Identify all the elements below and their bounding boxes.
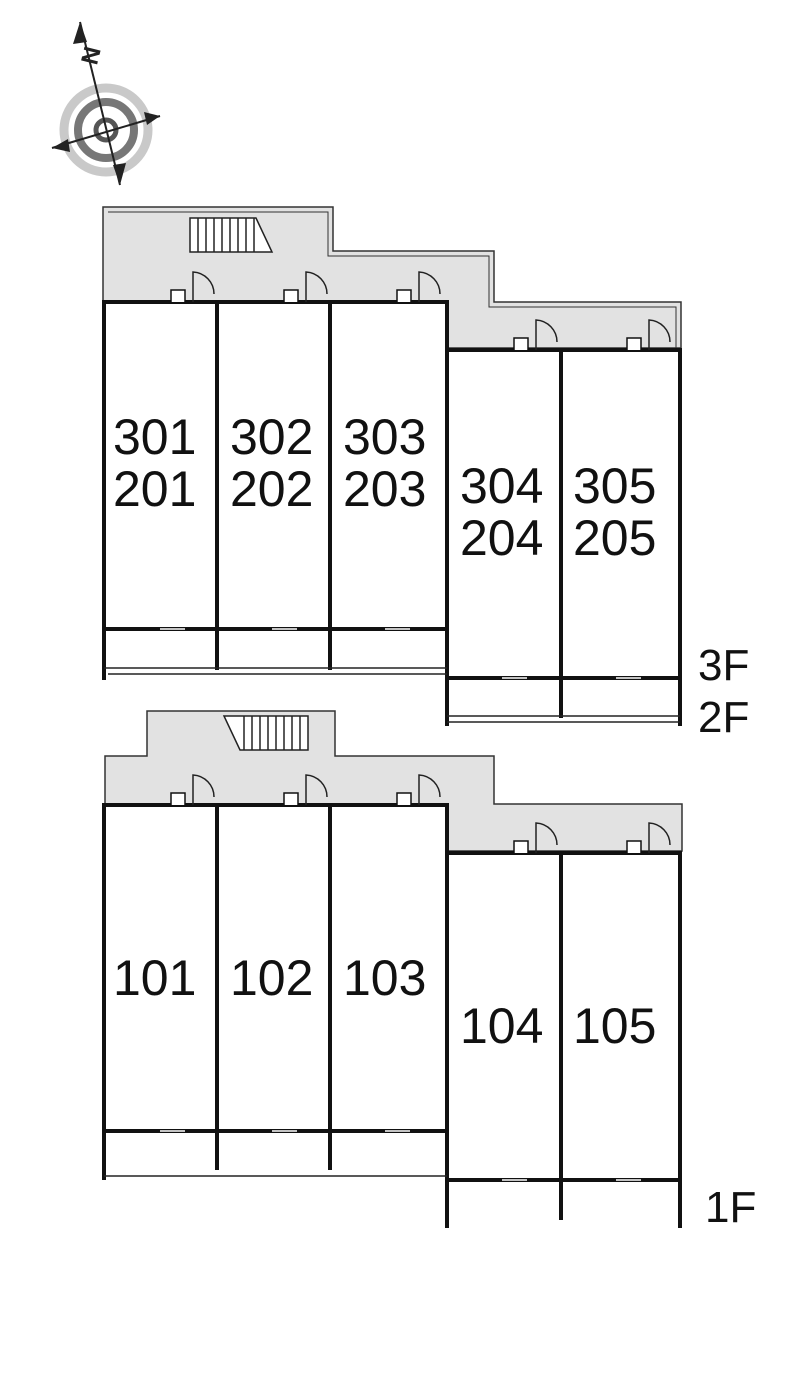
unit-103-label: 103 (343, 950, 426, 1006)
upper-stairs (189, 217, 274, 253)
floor-label-2f: 2F (698, 693, 749, 742)
floor-label-3f: 3F (698, 641, 749, 690)
unit-102-label: 102 (230, 950, 313, 1006)
unit-105-label: 105 (573, 998, 656, 1054)
unit-205-label: 205 (573, 510, 656, 566)
lower-doors (170, 774, 671, 853)
unit-204-label: 204 (460, 510, 543, 566)
lower-stairs (222, 715, 309, 751)
unit-104-label: 104 (460, 998, 543, 1054)
compass-north-label: N (76, 44, 106, 67)
unit-202-label: 202 (230, 461, 313, 517)
unit-101-label: 101 (113, 950, 196, 1006)
unit-201-label: 201 (113, 461, 196, 517)
unit-302-label: 302 (230, 409, 313, 465)
unit-304-label: 304 (460, 458, 543, 514)
upper-floor-plan: 301 201 302 202 303 203 304 204 305 205 … (102, 206, 749, 742)
lower-floor-plan: 101 102 103 104 105 1F (102, 710, 756, 1232)
upper-doors (170, 271, 671, 350)
unit-305-label: 305 (573, 458, 656, 514)
unit-203-label: 203 (343, 461, 426, 517)
unit-301-label: 301 (113, 409, 196, 465)
compass-north-icon: N (51, 21, 161, 186)
floor-label-1f: 1F (705, 1183, 756, 1232)
unit-303-label: 303 (343, 409, 426, 465)
